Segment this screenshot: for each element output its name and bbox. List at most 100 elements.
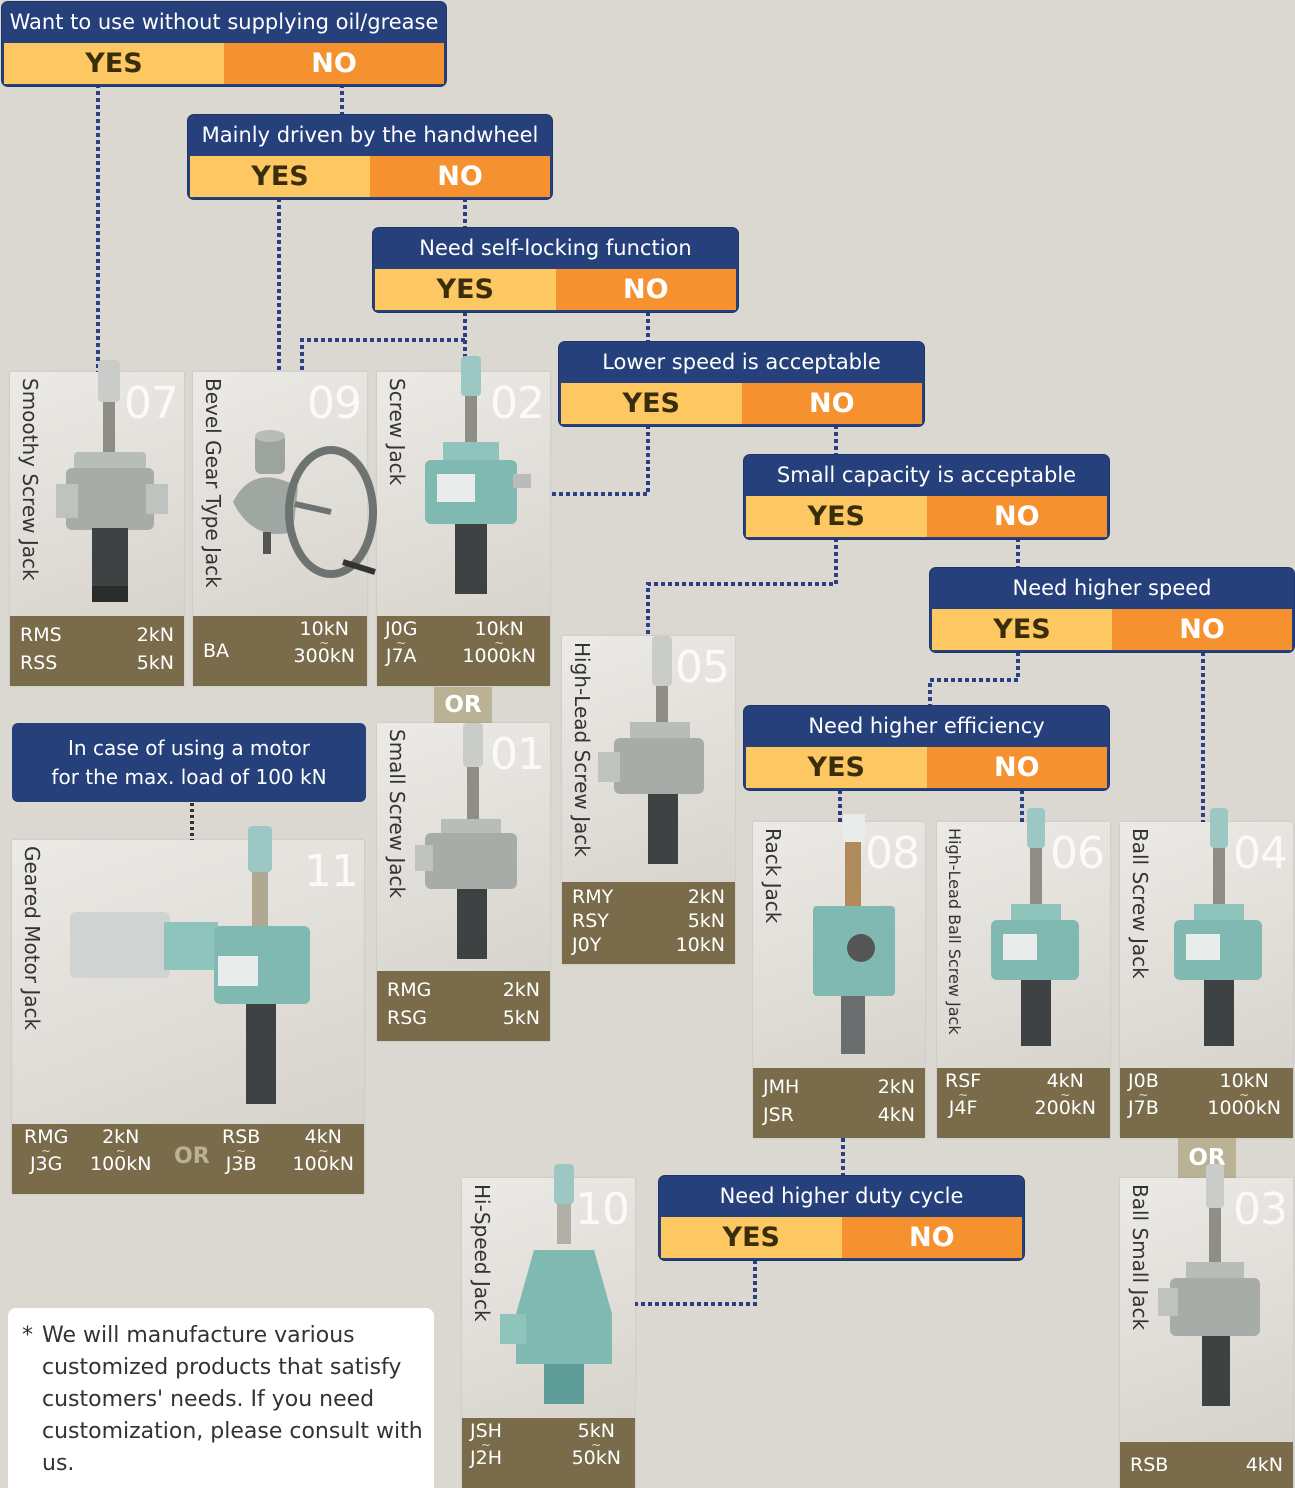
product-card-09[interactable]: 09 Bevel Gear Type Jack BA 10kN ~ 300kN bbox=[193, 372, 377, 686]
capacity-to: 100kN bbox=[90, 1153, 152, 1175]
no-option[interactable]: NO bbox=[926, 747, 1107, 788]
yes-option[interactable]: YES bbox=[746, 747, 927, 788]
question-text: Small capacity is acceptable bbox=[776, 463, 1077, 487]
bevel-gear-jack-image bbox=[233, 430, 377, 578]
model-from: RSB bbox=[222, 1126, 261, 1148]
capacity-to: 50kN bbox=[571, 1447, 621, 1469]
yes-option[interactable]: YES bbox=[661, 1217, 842, 1258]
product-name: Screw Jack bbox=[385, 378, 409, 486]
product-name: Geared Motor Jack bbox=[20, 846, 44, 1031]
no-option[interactable]: NO bbox=[1112, 609, 1292, 650]
range-tilde: ~ bbox=[236, 1144, 247, 1158]
model-to: J2H bbox=[470, 1447, 502, 1469]
model-code: BA bbox=[203, 640, 230, 662]
no-option[interactable]: NO bbox=[224, 43, 444, 84]
product-number: 09 bbox=[307, 378, 362, 429]
capacity: 2kN bbox=[136, 624, 174, 646]
product-name: Hi-Speed Jack bbox=[470, 1184, 494, 1322]
model-from: J0G bbox=[385, 618, 418, 640]
product-name: Ball Small Jack bbox=[1128, 1184, 1152, 1331]
or-label: OR bbox=[434, 687, 492, 723]
range-tilde: ~ bbox=[1060, 1088, 1071, 1102]
line-highspeed-yes bbox=[928, 652, 1020, 706]
no-option[interactable]: NO bbox=[555, 269, 736, 310]
model-code: RSG bbox=[387, 1007, 427, 1029]
question-text: Mainly driven by the handwheel bbox=[201, 123, 539, 147]
model-code: RMG bbox=[387, 979, 432, 1001]
question-text: Need self-locking function bbox=[419, 236, 692, 260]
capacity-from: 4kN bbox=[304, 1126, 342, 1148]
capacity: 5kN bbox=[502, 1007, 540, 1029]
yes-option[interactable]: YES bbox=[4, 43, 224, 84]
or-label: OR bbox=[174, 1144, 210, 1169]
yes-option[interactable]: YES bbox=[375, 269, 556, 310]
product-number: 07 bbox=[124, 378, 179, 429]
range-tilde: ~ bbox=[480, 1438, 492, 1452]
product-number: 10 bbox=[575, 1184, 630, 1235]
question-text: Lower speed is acceptable bbox=[602, 350, 881, 374]
model-code: RMS bbox=[20, 624, 62, 646]
range-tilde: ~ bbox=[115, 1144, 126, 1158]
yes-option[interactable]: YES bbox=[932, 609, 1112, 650]
question-text: Want to use without supplying oil/grease bbox=[9, 10, 439, 34]
product-number: 11 bbox=[304, 846, 359, 897]
model-code: JSR bbox=[763, 1104, 794, 1126]
capacity: 4kN bbox=[1245, 1454, 1283, 1476]
range-tilde: ~ bbox=[1138, 1088, 1149, 1102]
yes-option[interactable]: YES bbox=[746, 496, 927, 537]
no-option[interactable]: NO bbox=[741, 383, 922, 424]
screw-jack-image bbox=[425, 356, 531, 594]
product-card-04[interactable]: 04 Ball Screw Jack J0B ~ J7B 10kN ~ 1000… bbox=[1120, 808, 1293, 1138]
product-card-02[interactable]: 02 Screw Jack J0G ~ J7A 10kN ~ 1000kN bbox=[377, 356, 550, 686]
range-tilde: ~ bbox=[319, 636, 330, 650]
capacity-to: 300kN bbox=[293, 645, 355, 667]
product-footer: J0B ~ J7B 10kN ~ 1000kN bbox=[1120, 1068, 1293, 1138]
capacity-from: 10kN bbox=[299, 618, 349, 640]
yes-option[interactable]: YES bbox=[190, 156, 370, 197]
capacity-to: 200kN bbox=[1034, 1097, 1096, 1119]
capacity: 5kN bbox=[136, 652, 174, 674]
no-option[interactable]: NO bbox=[926, 496, 1107, 537]
model-code: RSY bbox=[572, 910, 609, 932]
product-footer: J0G ~ J7A 10kN ~ 1000kN bbox=[377, 616, 550, 686]
no-option[interactable]: NO bbox=[370, 156, 550, 197]
product-card-06[interactable]: 06 High-Lead Ball Screw Jack RSF ~ J4F 4… bbox=[937, 808, 1110, 1138]
ball-small-jack-image bbox=[1158, 1164, 1260, 1406]
capacity-from: 4kN bbox=[1046, 1070, 1084, 1092]
ball-screw-jack-image bbox=[1174, 808, 1262, 1046]
no-option[interactable]: NO bbox=[841, 1217, 1022, 1258]
line-lowspeed-yes bbox=[552, 425, 650, 496]
model-code: J0Y bbox=[572, 934, 602, 956]
capacity: 2kN bbox=[502, 979, 540, 1001]
capacity-from: 10kN bbox=[1219, 1070, 1269, 1092]
product-card-10[interactable]: 10 Hi-Speed Jack JSH ~ J2H 5kN ~ 50kN bbox=[462, 1164, 635, 1488]
product-name: Ball Screw Jack bbox=[1128, 828, 1152, 979]
question-motor: In case of using a motor for the max. lo… bbox=[12, 723, 366, 802]
product-number: 05 bbox=[675, 642, 730, 693]
product-number: 02 bbox=[490, 378, 545, 429]
geared-motor-jack-image bbox=[70, 826, 310, 1104]
model-from: JSH bbox=[470, 1420, 502, 1442]
product-name: High-Lead Ball Screw Jack bbox=[945, 828, 964, 1035]
product-card-11[interactable]: 11 Geared Motor Jack RMG ~ J3G 2kN ~ 100… bbox=[12, 826, 364, 1194]
yes-option[interactable]: YES bbox=[561, 383, 742, 424]
capacity-from: 2kN bbox=[102, 1126, 140, 1148]
capacity-to: 1000kN bbox=[462, 645, 536, 667]
product-name: High-Lead Screw Jack bbox=[570, 642, 594, 857]
question-text: Need higher efficiency bbox=[808, 714, 1045, 738]
model-code: RMY bbox=[572, 886, 614, 908]
product-number: 08 bbox=[865, 828, 920, 879]
